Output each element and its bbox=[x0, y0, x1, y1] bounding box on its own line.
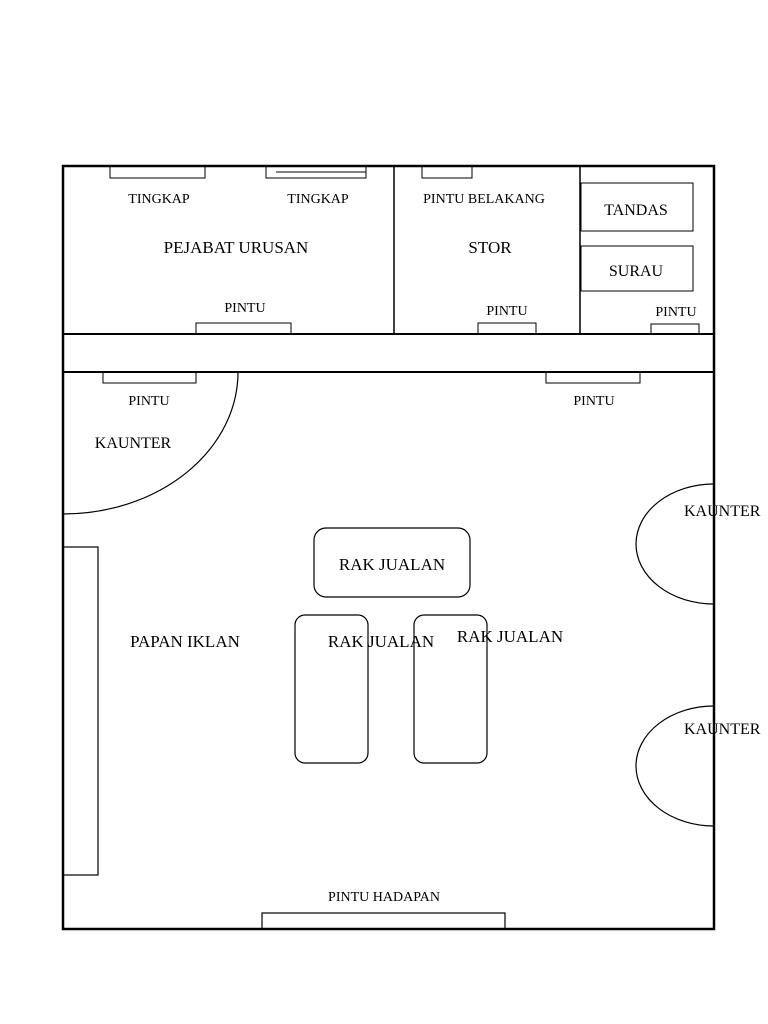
label-window-right: TINGKAP bbox=[287, 192, 349, 207]
label-notice-board: PAPAN IKLAN bbox=[130, 632, 240, 651]
building-outline bbox=[61, 164, 716, 931]
label-prayer-room: SURAU bbox=[609, 263, 664, 280]
label-store: STOR bbox=[468, 238, 512, 257]
main-door-left bbox=[102, 371, 197, 384]
label-back-door: PINTU BELAKANG bbox=[423, 192, 545, 207]
label-main-door-right: PINTU bbox=[573, 394, 614, 409]
label-office-door: PINTU bbox=[224, 301, 265, 316]
label-main-door-left: PINTU bbox=[128, 394, 169, 409]
shelf-left bbox=[294, 614, 369, 764]
label-shelf-top: RAK JUALAN bbox=[339, 555, 445, 574]
label-window-left: TINGKAP bbox=[128, 192, 190, 207]
label-counter-right-2: KAUNTER bbox=[684, 721, 761, 738]
label-shelf-left: RAK JUALAN bbox=[328, 632, 434, 651]
label-front-door: PINTU HADAPAN bbox=[328, 890, 440, 905]
label-office: PEJABAT URUSAN bbox=[164, 238, 309, 257]
label-toilet: TANDAS bbox=[604, 202, 668, 219]
back-door bbox=[421, 165, 473, 179]
counter-right-1-arc bbox=[635, 483, 715, 605]
toilet-box bbox=[580, 182, 694, 232]
front-door bbox=[261, 912, 506, 930]
shelf-right bbox=[413, 614, 488, 764]
label-shelf-right: RAK JUALAN bbox=[457, 627, 563, 646]
counter-corner-arc bbox=[62, 371, 239, 515]
notice-board bbox=[62, 546, 99, 876]
label-counter-right-1: KAUNTER bbox=[684, 503, 761, 520]
main-door-right bbox=[545, 371, 641, 384]
store-door bbox=[477, 322, 537, 335]
label-small-door: PINTU bbox=[655, 305, 696, 320]
label-store-door: PINTU bbox=[486, 304, 527, 319]
counter-right-2-arc bbox=[635, 705, 715, 827]
office-door bbox=[195, 322, 292, 335]
small-door bbox=[650, 323, 700, 335]
prayer-room-box bbox=[580, 245, 694, 292]
window-left bbox=[109, 165, 206, 179]
label-counter-corner: KAUNTER bbox=[95, 435, 172, 452]
shelf-top bbox=[313, 527, 471, 598]
